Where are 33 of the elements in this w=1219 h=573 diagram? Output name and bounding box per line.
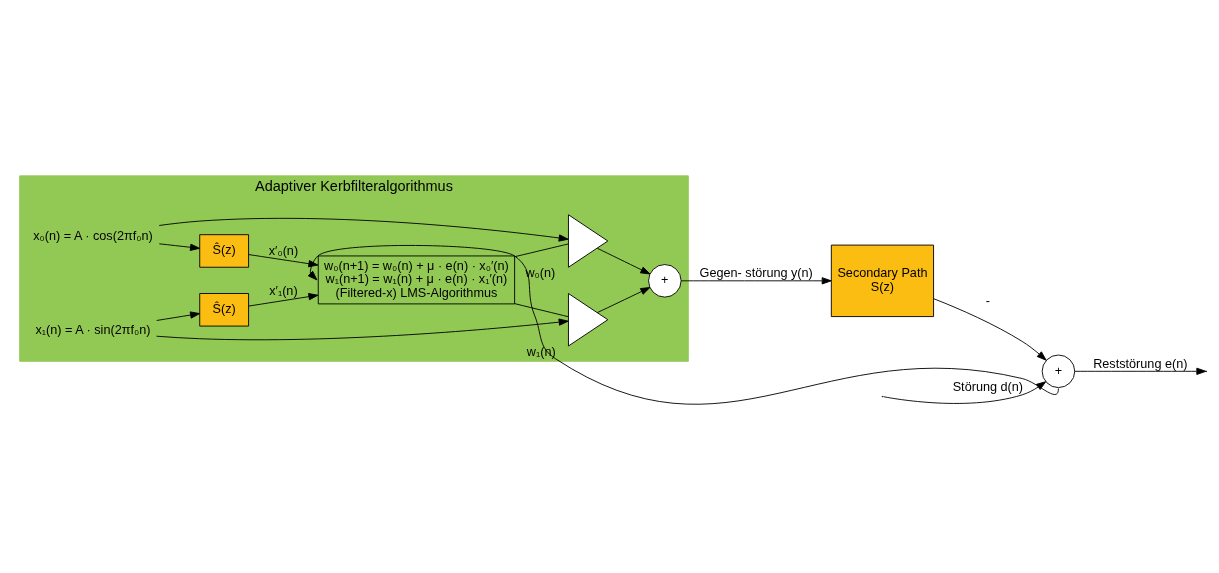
arrow [882, 381, 1047, 404]
arrow [156, 311, 201, 321]
arrow [158, 217, 569, 242]
node-circle: + [1041, 354, 1076, 389]
arrow [1074, 367, 1207, 375]
arrow [156, 318, 569, 341]
arrow [307, 245, 1059, 405]
node-label: w₀(n) [525, 266, 556, 281]
node-circle: + [648, 264, 682, 298]
edge-label: x′₁(n) [269, 284, 298, 299]
connector [514, 243, 569, 258]
edge-label: - [985, 293, 990, 308]
edge-label: x′₀(n) [268, 243, 299, 258]
arrow [248, 254, 319, 268]
arrow [158, 243, 200, 251]
arrow [933, 298, 1047, 361]
arrow [596, 247, 651, 275]
node-box: Ŝ(z) [199, 293, 250, 327]
node-box: Secondary Path S(z) [830, 244, 935, 317]
node-text: x₁(n) = A · sin(2πf₀n) [35, 322, 151, 337]
connector [514, 303, 569, 318]
edge-label: Störung d(n) [952, 380, 1024, 395]
arrow [248, 293, 319, 307]
edge-label: Gegen- störung y(n) [699, 266, 813, 281]
arrow [596, 287, 651, 314]
node-box: w₀(n+1) = w₀(n) + μ · e(n) · x₀′(n) w₁(n+1) = w₁(n) + μ · e(n) · x₁′(n) (Filtered-x) LMS-Algorithmus [317, 255, 516, 305]
edge-label: Reststörung e(n) [1093, 356, 1188, 371]
node-triangle [568, 293, 609, 347]
node-label: w₁(n) [526, 345, 556, 360]
node-triangle [568, 214, 609, 268]
node-text: x₀(n) = A · cos(2πf₀n) [33, 228, 153, 243]
node-box: Ŝ(z) [199, 234, 250, 268]
arrow [680, 277, 832, 285]
